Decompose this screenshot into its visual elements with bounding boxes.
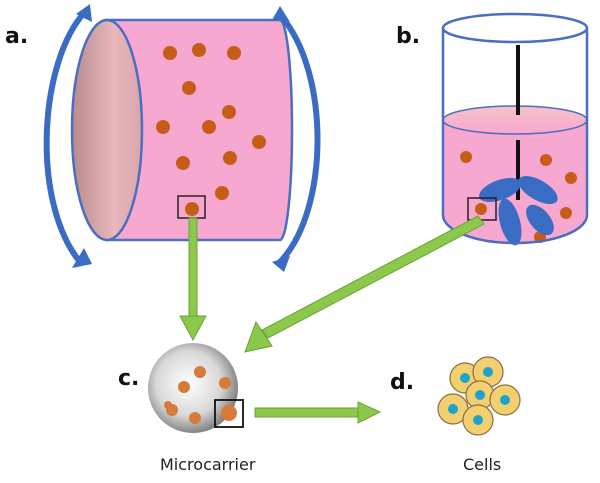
panel-label-c: c. bbox=[118, 366, 140, 391]
microcarrier-bead bbox=[148, 343, 244, 433]
rotation-arrow-icon bbox=[43, 9, 321, 265]
impeller-icon bbox=[479, 176, 558, 246]
rotating-wall-vessel bbox=[70, 18, 294, 242]
panel-label-d: d. bbox=[390, 370, 415, 395]
flow-arrows bbox=[179, 215, 485, 424]
caption-cells: Cells bbox=[463, 455, 502, 474]
microcarrier-particles bbox=[156, 43, 266, 216]
spinner-flask bbox=[441, 12, 589, 246]
panel-label-b: b. bbox=[396, 24, 421, 49]
cells-cluster bbox=[437, 356, 521, 436]
caption-microcarrier: Microcarrier bbox=[160, 455, 256, 474]
panel-label-a: a. bbox=[5, 24, 29, 49]
